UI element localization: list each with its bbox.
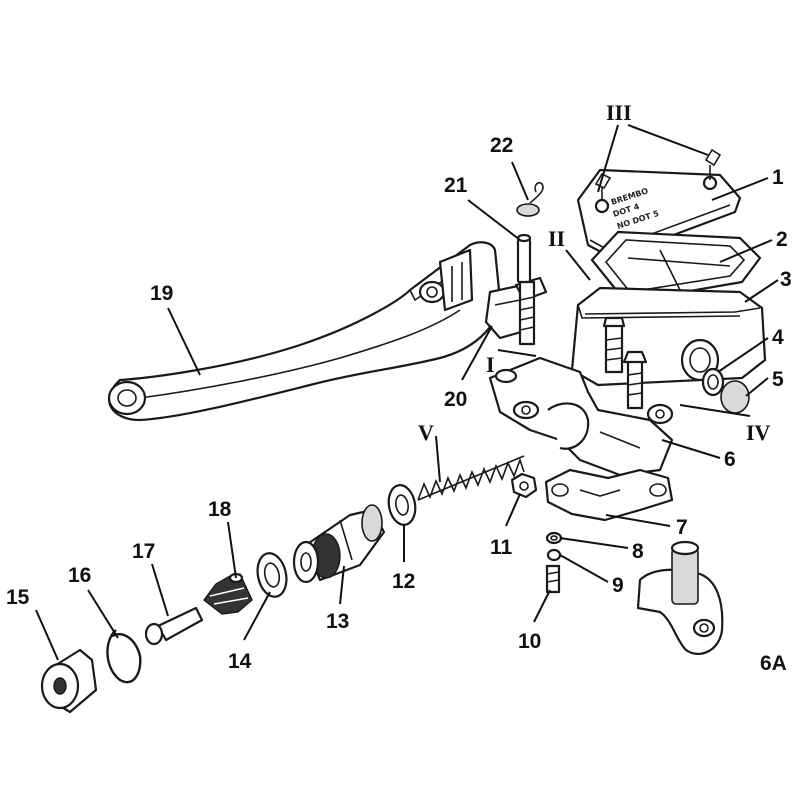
spring-v <box>417 455 525 501</box>
label-8: 8 <box>632 540 644 563</box>
label-5: 5 <box>772 368 784 391</box>
part-19-brake-lever <box>107 241 502 422</box>
part-17-push-rod <box>144 606 204 646</box>
leader-lines <box>35 124 779 661</box>
label-21: 21 <box>444 174 468 197</box>
part-4-port-ring <box>701 367 725 397</box>
label-13: 13 <box>326 610 349 633</box>
label-20: 20 <box>444 388 467 411</box>
label-11: 11 <box>490 536 513 559</box>
part-7-clamp-lower <box>544 468 674 522</box>
label-9: 9 <box>612 574 624 597</box>
part-13-piston <box>292 504 386 584</box>
part-10-screw <box>545 564 561 594</box>
part-9-lock-washer <box>546 548 562 562</box>
label-roman-iii: III <box>606 100 632 125</box>
label-15: 15 <box>6 586 30 609</box>
part-14-seal-ring <box>256 552 288 598</box>
part-22-clip <box>516 181 544 217</box>
label-14: 14 <box>228 650 252 673</box>
label-7: 7 <box>676 516 688 539</box>
part-18-dust-boot <box>203 572 253 615</box>
part-21-pivot-pin <box>516 233 536 346</box>
label-19: 19 <box>150 282 173 305</box>
label-22: 22 <box>490 134 513 157</box>
label-roman-v: V <box>418 420 434 445</box>
part-6-clamp-upper <box>488 356 674 477</box>
label-roman-i: I <box>486 352 495 377</box>
label-1: 1 <box>772 166 784 189</box>
label-roman-ii: II <box>548 226 565 251</box>
label-12: 12 <box>392 570 415 593</box>
label-10: 10 <box>518 630 541 653</box>
label-16: 16 <box>68 564 91 587</box>
part-5-plug <box>720 380 750 414</box>
label-18: 18 <box>208 498 232 521</box>
part-15-end-cap <box>40 648 98 714</box>
label-roman-iv: IV <box>746 420 771 445</box>
part-6a-alt-clamp <box>636 540 724 656</box>
part-labels: 1 2 3 4 5 6 7 8 9 10 11 12 13 14 15 16 1… <box>6 100 792 675</box>
label-6: 6 <box>724 448 736 471</box>
part-16-circlip <box>106 629 142 684</box>
part-8-washer <box>545 531 563 545</box>
label-6a: 6A <box>760 652 787 675</box>
label-3: 3 <box>780 268 792 291</box>
part-11-nut <box>510 472 538 499</box>
part-12-washer <box>387 484 417 526</box>
label-2: 2 <box>776 228 788 251</box>
part-3-master-cylinder-body <box>570 286 767 410</box>
label-4: 4 <box>772 326 784 349</box>
label-17: 17 <box>132 540 155 563</box>
